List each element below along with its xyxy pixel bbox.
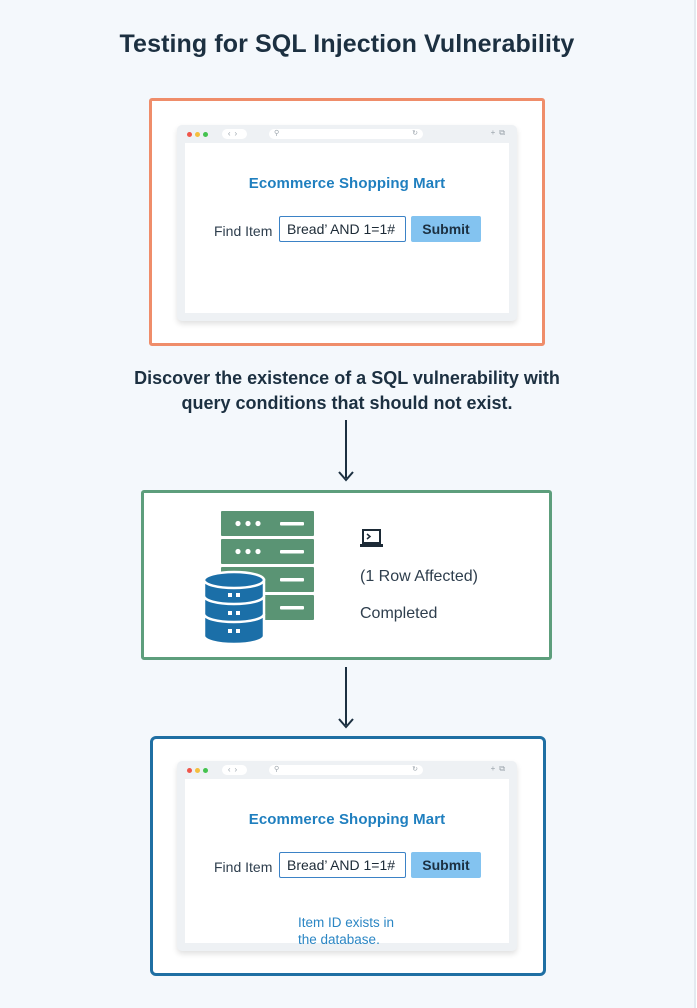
close-dot-icon (187, 768, 192, 773)
browser-window: ‹› ⚲ ↻ +⧉ Ecommerce Shopping Mart Find I… (177, 761, 517, 951)
database-server-icon (202, 511, 314, 646)
back-forward-icon: ‹› (222, 129, 247, 139)
reload-icon: ↻ (412, 130, 418, 137)
find-item-label: Find Item (214, 223, 273, 239)
step3-frame: ‹› ⚲ ↻ +⧉ Ecommerce Shopping Mart Find I… (150, 736, 546, 976)
address-bar: ⚲ ↻ (269, 765, 423, 775)
arrow-down-icon (338, 420, 354, 482)
completed-status: Completed (360, 605, 438, 622)
step2-frame: (1 Row Affected) Completed (141, 490, 552, 660)
result-message: Item ID exists in the database. (298, 914, 438, 948)
shop-title: Ecommerce Shopping Mart (248, 175, 446, 192)
step-caption: Discover the existence of a SQL vulnerab… (0, 366, 694, 416)
step1-frame: ‹› ⚲ ↻ +⧉ Ecommerce Shopping Mart Find I… (149, 98, 545, 346)
find-item-input[interactable] (279, 852, 406, 878)
arrow-down-icon (338, 667, 354, 729)
find-item-label: Find Item (214, 859, 273, 875)
minimize-dot-icon (195, 768, 200, 773)
result-line-1: Item ID exists in (298, 915, 395, 930)
maximize-dot-icon (203, 768, 208, 773)
reload-icon: ↻ (412, 766, 418, 773)
submit-button[interactable]: Submit (411, 852, 481, 878)
rows-affected-text: (1 Row Affected) (360, 568, 478, 585)
browser-toolbar: ‹› ⚲ ↻ +⧉ (177, 125, 517, 143)
back-forward-icon: ‹› (222, 765, 247, 775)
shop-title: Ecommerce Shopping Mart (248, 811, 446, 828)
submit-button[interactable]: Submit (411, 216, 481, 242)
laptop-terminal-icon (360, 529, 383, 547)
new-tab-icon: +⧉ (490, 128, 509, 137)
browser-viewport: Ecommerce Shopping Mart Find Item Submit (185, 143, 509, 313)
browser-toolbar: ‹› ⚲ ↻ +⧉ (177, 761, 517, 779)
address-bar: ⚲ ↻ (269, 129, 423, 139)
maximize-dot-icon (203, 132, 208, 137)
close-dot-icon (187, 132, 192, 137)
result-line-2: the database. (298, 932, 380, 947)
minimize-dot-icon (195, 132, 200, 137)
browser-window: ‹› ⚲ ↻ +⧉ Ecommerce Shopping Mart Find I… (177, 125, 517, 321)
diagram-title: Testing for SQL Injection Vulnerability (119, 30, 575, 58)
browser-viewport: Ecommerce Shopping Mart Find Item Submit… (185, 779, 509, 947)
new-tab-icon: +⧉ (490, 764, 509, 773)
search-icon: ⚲ (274, 130, 280, 137)
search-icon: ⚲ (274, 766, 280, 773)
find-item-input[interactable] (279, 216, 406, 242)
caption-line-1: Discover the existence of a SQL vulnerab… (134, 368, 560, 388)
caption-line-2: query conditions that should not exist. (181, 393, 513, 413)
